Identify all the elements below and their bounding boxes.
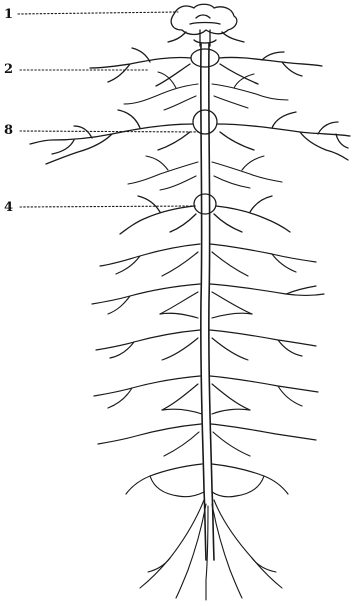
label-2: 2 — [4, 63, 13, 76]
segment-2-3 — [124, 72, 288, 110]
terminal-nerves — [140, 500, 282, 600]
label-1: 1 — [4, 8, 13, 21]
lower-segments — [92, 244, 324, 497]
nerve-cord — [201, 44, 214, 560]
label-3: 8 — [4, 124, 13, 137]
leader-line-1 — [18, 12, 178, 14]
segment-3-4 — [128, 156, 282, 190]
leader-line-3 — [20, 131, 198, 132]
ganglion-2 — [90, 48, 322, 86]
label-4: 4 — [4, 201, 13, 214]
ganglion-3 — [30, 110, 350, 164]
leader-line-4 — [20, 206, 196, 207]
cerebral-ganglion — [168, 4, 244, 46]
ganglion-4 — [120, 194, 290, 234]
